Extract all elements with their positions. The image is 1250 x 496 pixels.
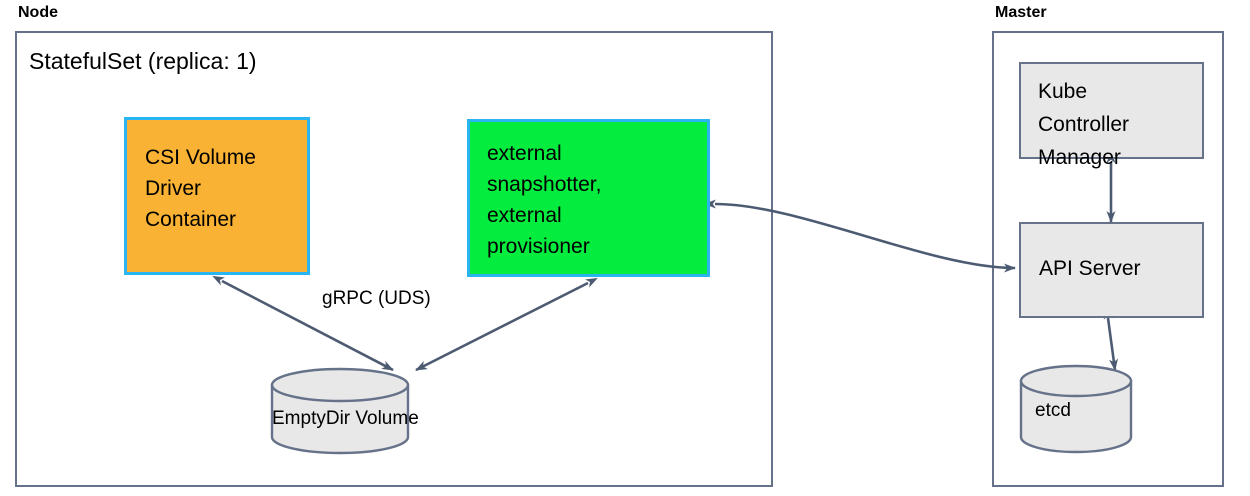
box-kube-controller-manager[interactable]: Kube Controller Manager bbox=[1019, 62, 1204, 169]
emptydir-volume-label: EmptyDir Volume bbox=[272, 408, 419, 429]
edge-label-grpc-uds: gRPC (UDS) bbox=[322, 288, 431, 309]
box-external-sidecars[interactable]: external snapshotter, external provision… bbox=[467, 119, 710, 277]
box-external-sidecars-label: external snapshotter, external provision… bbox=[487, 142, 602, 258]
box-csi-volume-driver-container-label: CSI Volume Driver Container bbox=[145, 146, 256, 231]
statefulset-title: StatefulSet (replica: 1) bbox=[29, 48, 257, 74]
box-kube-controller-manager-label: Kube Controller Manager bbox=[1038, 80, 1130, 169]
box-api-server-label: API Server bbox=[1039, 257, 1141, 280]
etcd-label: etcd bbox=[1035, 400, 1071, 421]
group-label-node: Node bbox=[18, 4, 58, 21]
box-api-server[interactable]: API Server bbox=[1019, 222, 1204, 318]
box-csi-volume-driver-container[interactable]: CSI Volume Driver Container bbox=[124, 117, 310, 275]
group-label-master: Master bbox=[995, 4, 1047, 21]
